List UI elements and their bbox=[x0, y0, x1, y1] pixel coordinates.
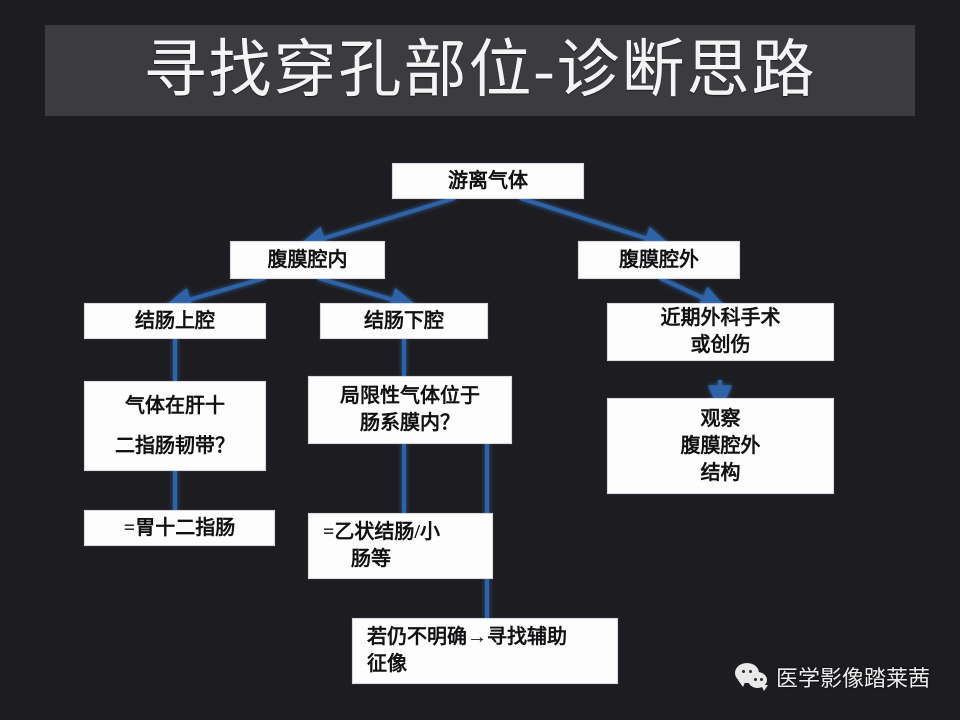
node-intraperitoneal[interactable]: 腹膜腔内 bbox=[230, 241, 385, 279]
node-ancillary-signs[interactable]: 若仍不明确→寻找辅助 征像 bbox=[352, 618, 618, 684]
node-sigmoid-line-1: =乙状结肠/小 bbox=[323, 521, 440, 543]
node-recent-surgery[interactable]: 近期外科手术 或创伤 bbox=[607, 303, 834, 361]
node-mesenteric-line-1: 局限性气体位于 bbox=[340, 385, 480, 407]
node-observe-line-2: 腹膜腔外 bbox=[680, 434, 761, 457]
node-observe-extraperitoneal[interactable]: 观察 腹膜腔外 结构 bbox=[607, 398, 834, 494]
node-intraperitoneal-label: 腹膜腔内 bbox=[267, 248, 348, 271]
node-supracolic[interactable]: 结肠上腔 bbox=[84, 303, 266, 339]
node-supracolic-label: 结肠上腔 bbox=[135, 309, 215, 332]
node-ancillary-line-1: 若仍不明确→寻找辅助 bbox=[367, 626, 567, 648]
node-free-gas[interactable]: 游离气体 bbox=[392, 163, 584, 199]
node-observe-line-1: 观察 bbox=[700, 407, 741, 430]
node-gastroduodenal-label: =胃十二指肠 bbox=[123, 516, 236, 539]
node-recent-surgery-line-2: 或创伤 bbox=[690, 334, 751, 356]
wechat-watermark: 医学影像踏莱茜 bbox=[735, 655, 950, 699]
node-hepatoduodenal-line-1: 气体在肝十 bbox=[125, 395, 225, 417]
wechat-icon bbox=[735, 663, 769, 691]
page-title: 寻找穿孔部位-诊断思路 bbox=[143, 35, 817, 105]
node-observe-line-3: 结构 bbox=[700, 461, 741, 484]
slide-title-banner: 寻找穿孔部位-诊断思路 bbox=[45, 25, 915, 116]
node-hepatoduodenal-question[interactable]: 气体在肝十 二指肠韧带？ bbox=[84, 381, 266, 471]
node-extraperitoneal-label: 腹膜腔外 bbox=[619, 248, 699, 271]
node-free-gas-label: 游离气体 bbox=[448, 169, 528, 192]
watermark-text: 医学影像踏莱茜 bbox=[776, 667, 931, 692]
node-infracolic[interactable]: 结肠下腔 bbox=[320, 303, 488, 339]
node-ancillary-line-2: 征像 bbox=[367, 653, 407, 675]
node-sigmoid-line-2: 肠等 bbox=[351, 548, 391, 570]
node-gastroduodenal[interactable]: =胃十二指肠 bbox=[84, 510, 275, 546]
node-mesenteric-line-2: 肠系膜内？ bbox=[360, 412, 460, 434]
node-hepatoduodenal-line-2: 二指肠韧带？ bbox=[115, 435, 235, 457]
node-extraperitoneal[interactable]: 腹膜腔外 bbox=[578, 241, 740, 279]
node-infracolic-label: 结肠下腔 bbox=[364, 309, 444, 332]
node-mesenteric-question[interactable]: 局限性气体位于 肠系膜内？ bbox=[308, 376, 512, 444]
node-sigmoid-small-bowel[interactable]: =乙状结肠/小 肠等 bbox=[308, 513, 493, 579]
node-recent-surgery-line-1: 近期外科手术 bbox=[660, 307, 781, 329]
